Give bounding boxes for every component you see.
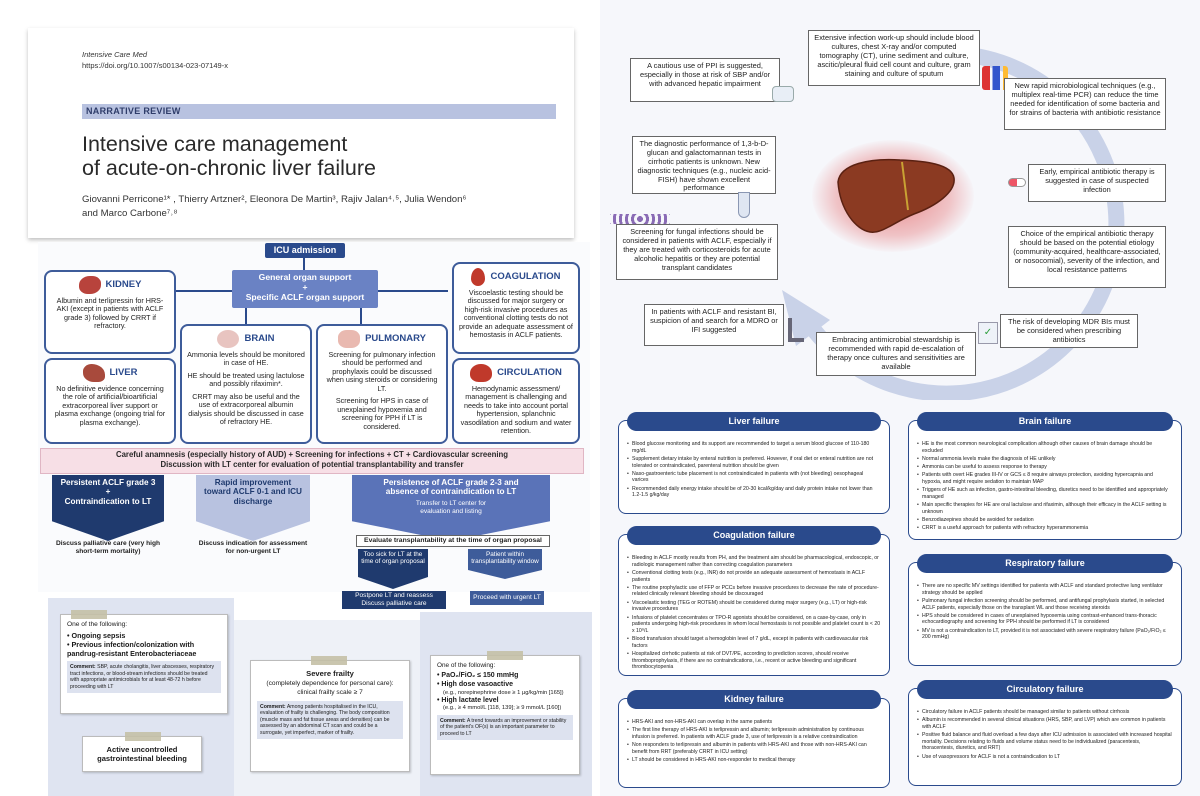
authors: Giovanni Perricone¹* , Thierry Artzner²,… — [82, 194, 467, 219]
kidney-icon — [78, 276, 101, 294]
palliative-care-box: Discuss palliative care (very high short… — [55, 540, 161, 555]
coagulation-box: COAGULATION Viscoelastic testing should … — [452, 262, 580, 354]
doi-link[interactable]: https://doi.org/10.1007/s00134-023-07149… — [82, 61, 228, 70]
diagnostic-box: The diagnostic performance of 1,3-b-D-gl… — [632, 136, 776, 194]
bracket-line — [176, 290, 232, 292]
brain-box: BRAIN Ammonia levels should be monitored… — [180, 324, 312, 444]
kidney-failure-title: Kidney failure — [627, 690, 881, 709]
persistent-aclf-text: Persistent ACLF grade 3 + Contraindicati… — [60, 478, 156, 506]
too-sick-text: Too sick for LT at the time of organ pro… — [361, 551, 425, 566]
fungus-icon — [610, 214, 670, 224]
journal-name: Intensive Care Med — [82, 50, 148, 59]
blood-drop-icon — [471, 268, 486, 286]
right-panel: Extensive infection work-up should inclu… — [600, 0, 1200, 796]
mdr-box: The risk of developing MDR BIs must be c… — [1000, 314, 1138, 348]
article-title: Intensive care management of acute-on-ch… — [82, 132, 376, 181]
brain-failure-panel: Brain failure HE is the most common neur… — [908, 412, 1182, 540]
liver-icon — [82, 364, 105, 382]
frailty-panel: Severe frailty (completely dependence fo… — [250, 656, 410, 772]
circulation-box: CIRCULATION Hemodynamic assessment/ mana… — [452, 358, 580, 444]
rapid-improvement-text: Rapid improvement toward ACLF 0-1 and IC… — [204, 478, 302, 506]
left-panel: Intensive Care Med https://doi.org/10.10… — [28, 28, 592, 796]
pill-bottle-icon — [772, 86, 794, 102]
within-window-text: Patient within transplantability window — [471, 551, 539, 566]
gi-bleeding-panel: Active uncontrolled gastrointestinal ble… — [82, 732, 202, 772]
stewardship-box: Embracing antimicrobial stewardship is r… — [816, 332, 976, 376]
lungs-icon — [338, 330, 361, 348]
brain-icon — [217, 330, 240, 348]
respiratory-failure-title: Respiratory failure — [917, 554, 1173, 573]
liver-failure-title: Liver failure — [627, 412, 881, 431]
infection-workup-box: Extensive infection work-up should inclu… — [808, 30, 980, 86]
circulatory-failure-panel: Circulatory failure Circulatory failure … — [908, 680, 1182, 786]
proceed-urgent-lt-box: Proceed with urgent LT — [470, 591, 544, 605]
arrow-down-1 — [303, 258, 305, 270]
liver-illustration-icon — [837, 158, 955, 233]
kidney-box: KIDNEY Albumin and terlipressin for HRS-… — [44, 270, 176, 354]
liver-box: LIVER No definitive evidence concerning … — [44, 358, 176, 444]
section-label: NARRATIVE REVIEW — [86, 106, 181, 116]
lab-tube-icon — [738, 192, 750, 218]
brain-failure-title: Brain failure — [917, 412, 1173, 431]
article-header: Intensive Care Med https://doi.org/10.10… — [28, 28, 574, 238]
general-support-box: General organ support + Specific ACLF or… — [232, 270, 378, 308]
antibiotic-choice-box: Choice of the empirical antibiotic thera… — [1008, 226, 1166, 288]
pill-icon — [1008, 178, 1026, 187]
evaluate-transplantability-box: Evaluate transplantability at the time o… — [356, 535, 550, 547]
checklist-icon: ✓ — [978, 322, 998, 344]
pcr-box: New rapid microbiological techniques (e.… — [1004, 78, 1166, 130]
respiratory-failure-panel: Respiratory failure There are no specifi… — [908, 554, 1182, 666]
coagulation-failure-title: Coagulation failure — [627, 526, 881, 545]
heart-icon — [470, 364, 493, 382]
postpone-lt-box: Postpone LT and reassess Discuss palliat… — [342, 591, 446, 609]
ppi-box: A cautious use of PPI is suggested, espe… — [630, 58, 780, 102]
kidney-failure-panel: Kidney failure HRS-AKI and non-HRS-AKI c… — [618, 690, 890, 788]
section-label-bar: NARRATIVE REVIEW — [82, 104, 556, 119]
icu-admission-box: ICU admission — [265, 243, 345, 258]
transfer-text: Transfer to LT center for evaluation and… — [415, 500, 487, 515]
anamnesis-band: Careful anamnesis (especially history of… — [40, 448, 584, 474]
empirical-box: Early, empirical antibiotic therapy is s… — [1028, 164, 1166, 202]
coagulation-failure-panel: Coagulation failure Bleeding in ACLF mos… — [618, 526, 890, 676]
circulatory-failure-title: Circulatory failure — [917, 680, 1173, 699]
respiratory-contra-panel: One of the following: • PaO₂/FiO₂ ≤ 150 … — [430, 651, 580, 775]
test-tubes-icon — [982, 66, 1008, 90]
non-urgent-lt-box: Discuss indication for assessment for no… — [198, 540, 308, 555]
persistence-text: Persistence of ACLF grade 2-3 and absenc… — [383, 478, 519, 497]
pulmonary-box: PULMONARY Screening for pulmonary infect… — [316, 324, 448, 444]
resistant-bi-box: In patients with ACLF and resistant BI, … — [644, 304, 784, 346]
sepsis-panel: One of the following: • Ongoing sepsis •… — [60, 610, 228, 714]
microscope-icon — [788, 318, 804, 342]
liver-failure-panel: Liver failure Blood glucose monitoring a… — [618, 412, 890, 514]
fungal-box: Screening for fungal infections should b… — [616, 224, 778, 280]
